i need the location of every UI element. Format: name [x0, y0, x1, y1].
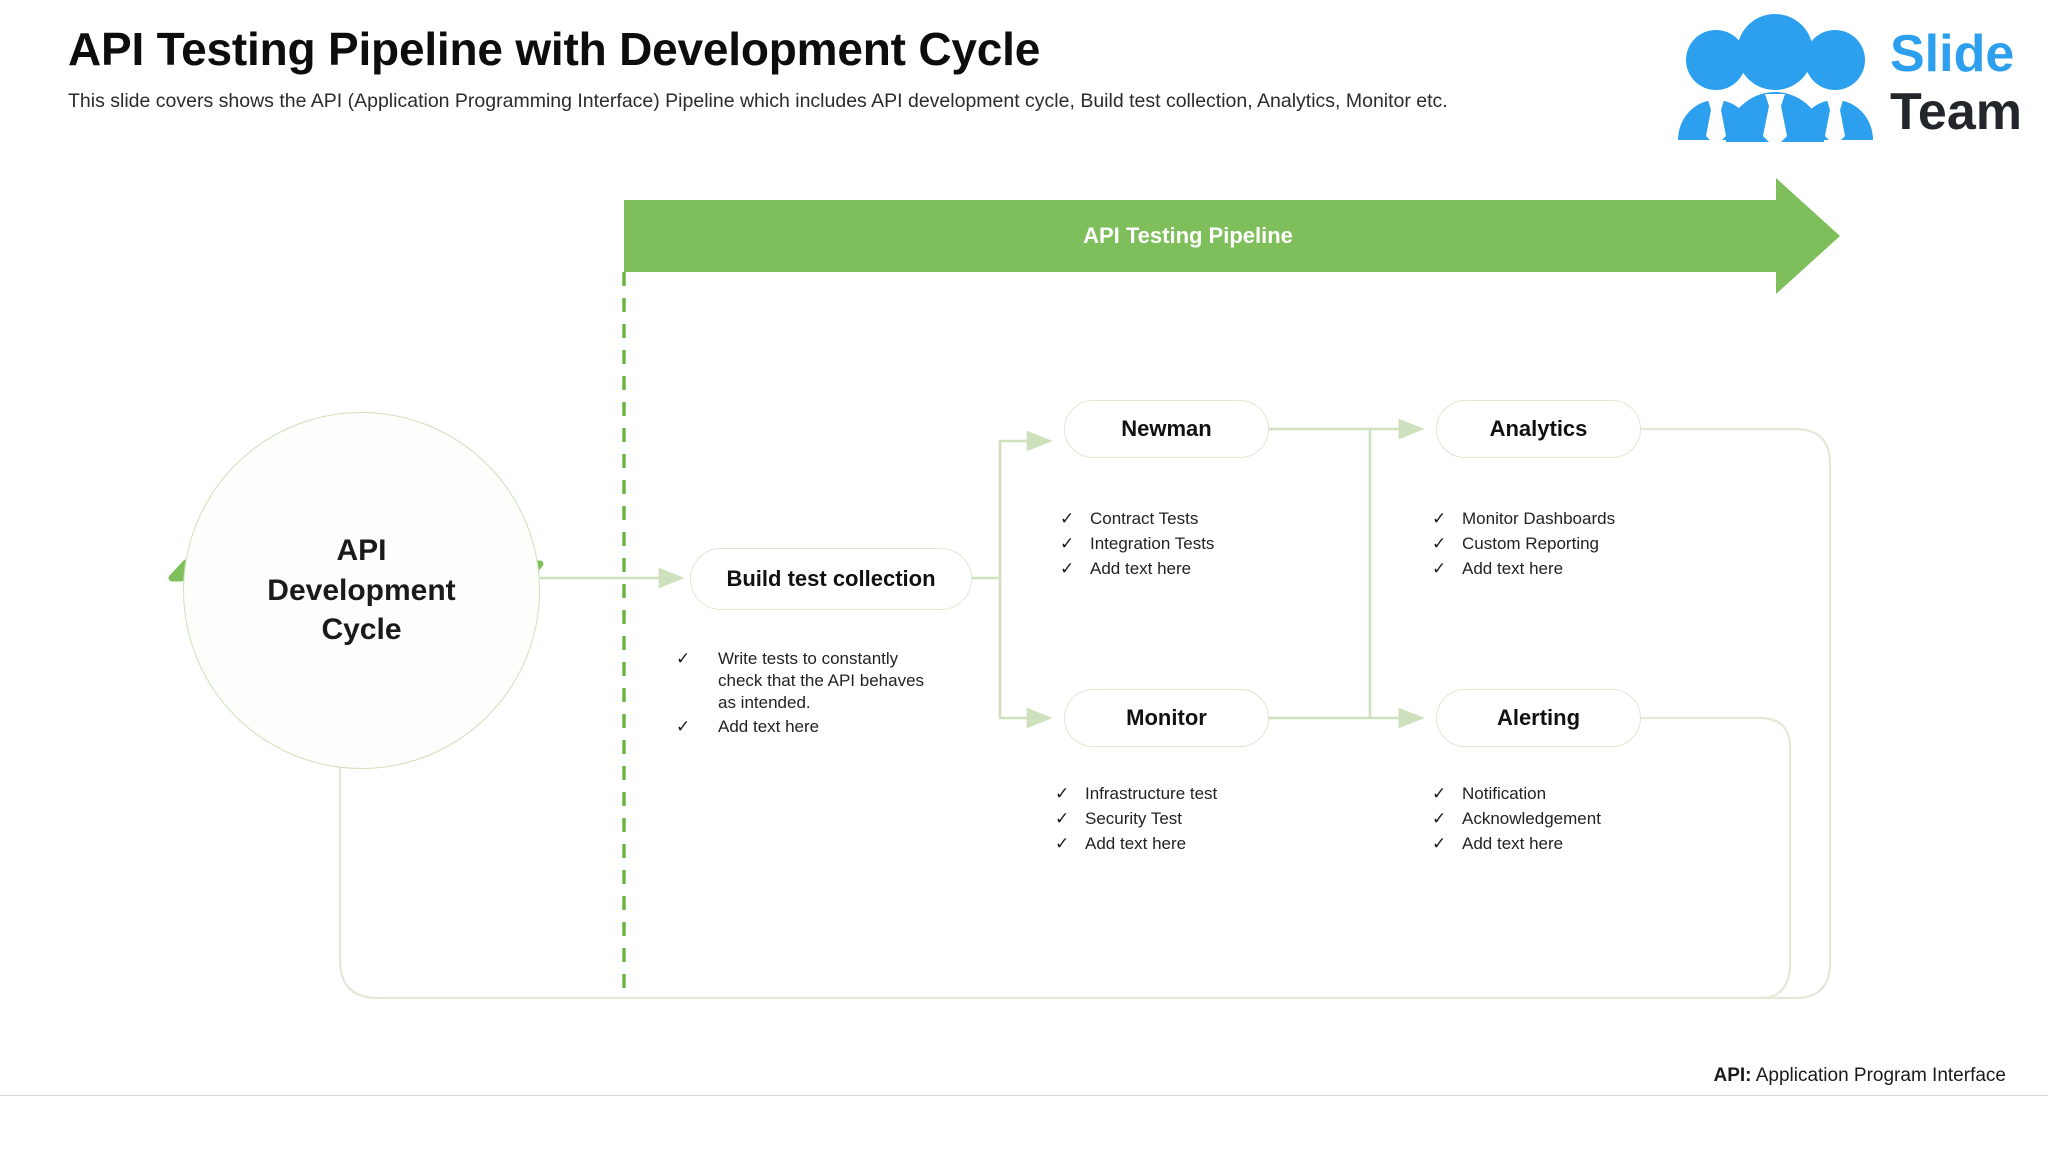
bullet-text: Contract Tests — [1090, 509, 1199, 528]
bullet-list-build: ✓ Write tests to constantly check that th… — [676, 648, 926, 741]
check-icon: ✓ — [676, 717, 691, 737]
node-build-test-collection[interactable]: Build test collection — [690, 548, 972, 610]
page-subtitle: This slide covers shows the API (Applica… — [68, 90, 1448, 112]
bullet-text: Add text here — [1085, 833, 1187, 853]
bullet-item: ✓ Custom Reporting — [1432, 533, 1712, 555]
node-analytics[interactable]: Analytics — [1436, 400, 1641, 458]
bullet-text: Integration Tests — [1090, 533, 1215, 553]
pipeline-banner-label: API Testing Pipeline — [1083, 223, 1293, 248]
check-icon: ✓ — [1055, 808, 1070, 828]
bullet-text: Notification — [1462, 784, 1547, 803]
node-monitor-label: Monitor — [1126, 705, 1207, 730]
cycle-line-2: Development — [267, 573, 456, 607]
bullet-item: ✓ Add text here — [1432, 558, 1712, 580]
bullet-text: Add text here — [1462, 558, 1564, 578]
check-icon: ✓ — [1060, 533, 1075, 553]
bullet-text: Add text here — [1462, 833, 1564, 853]
bullet-text: Add text here — [1090, 558, 1192, 578]
bullet-item: ✓ Integration Tests — [1060, 533, 1320, 555]
bullet-item: ✓ Add text here — [1060, 558, 1320, 580]
bullet-text: Add text here — [718, 717, 820, 737]
bullet-item: ✓ Infrastructure test — [1055, 783, 1315, 805]
connector-build-to-newman — [998, 430, 1053, 578]
check-icon: ✓ — [1432, 808, 1447, 828]
bullet-item: ✓ Contract Tests — [1060, 508, 1320, 530]
bullet-item: ✓ Add text here — [676, 716, 926, 738]
bullet-item: ✓ Add text here — [1055, 833, 1315, 855]
bullet-item: ✓ Acknowledgement — [1432, 808, 1712, 830]
footer-abbreviation-note: API: Application Program Interface — [1713, 1065, 2006, 1087]
node-analytics-label: Analytics — [1489, 416, 1588, 441]
node-build-label: Build test collection — [726, 566, 936, 591]
check-icon: ✓ — [1055, 784, 1070, 803]
connector-analytics-return — [1641, 427, 1832, 1000]
bullet-text: Acknowledgement — [1462, 808, 1601, 828]
check-icon: ✓ — [1060, 558, 1075, 578]
check-icon: ✓ — [1060, 509, 1075, 528]
node-alerting-label: Alerting — [1496, 705, 1581, 730]
bullet-text: Monitor Dashboards — [1462, 509, 1616, 528]
bullet-list-alerting: ✓ Notification ✓ Acknowledgement ✓ Add text h… — [1432, 783, 1712, 857]
page-title: API Testing Pipeline with Development Cy… — [68, 23, 1041, 75]
check-icon: ✓ — [1432, 833, 1447, 853]
logo-text-team: Team — [1890, 83, 2022, 141]
bullet-list-newman: ✓ Contract Tests ✓ Integration Tests ✓ Add te… — [1060, 508, 1320, 582]
check-icon: ✓ — [1055, 833, 1070, 853]
connector-feedback-loop — [338, 600, 1795, 1000]
pipeline-banner: API Testing Pipeline — [624, 200, 1840, 272]
check-icon: ✓ — [1432, 784, 1447, 803]
node-monitor[interactable]: Monitor — [1064, 689, 1269, 747]
bullet-text: Security Test — [1085, 808, 1183, 828]
bullet-item: ✓ Monitor Dashboards — [1432, 508, 1712, 530]
node-newman[interactable]: Newman — [1064, 400, 1269, 458]
people-group-icon — [1678, 14, 1873, 148]
bullet-text: Write tests to constantly check that the… — [718, 649, 925, 712]
footer-expansion: Application Program Interface — [1751, 1065, 2006, 1086]
node-alerting[interactable]: Alerting — [1436, 689, 1641, 747]
node-newman-label: Newman — [1121, 416, 1212, 441]
check-icon: ✓ — [676, 649, 691, 668]
bullet-text: Custom Reporting — [1462, 533, 1600, 553]
bullet-item: ✓ Write tests to constantly check that th… — [676, 648, 926, 713]
bullet-list-analytics: ✓ Monitor Dashboards ✓ Custom Reporting ✓ Add… — [1432, 508, 1712, 582]
cycle-line-3: Cycle — [321, 613, 402, 647]
cycle-line-1: API — [336, 534, 387, 568]
bullet-item: ✓ Security Test — [1055, 808, 1315, 830]
bullet-list-monitor: ✓ Infrastructure test ✓ Security Test ✓ Add t… — [1055, 783, 1315, 857]
bullet-text: Infrastructure test — [1085, 784, 1218, 803]
bullet-item: ✓ Add text here — [1432, 833, 1712, 855]
check-icon: ✓ — [1432, 533, 1447, 553]
connector-alerting-return — [1641, 716, 1792, 1000]
footer-abbr: API: — [1713, 1065, 1752, 1086]
check-icon: ✓ — [1432, 509, 1447, 528]
connector-build-to-monitor — [998, 578, 1053, 729]
footer-divider — [0, 1095, 2048, 1096]
logo-text-slide: Slide — [1890, 25, 2015, 83]
cycle-node-label: API Development Cycle — [267, 531, 455, 650]
bullet-item: ✓ Notification — [1432, 783, 1712, 805]
slide-header: API Testing Pipeline with Development Cy… — [0, 0, 2048, 160]
pipeline-banner-arrow — [624, 178, 1840, 294]
node-api-development-cycle[interactable]: API Development Cycle — [183, 412, 540, 769]
check-icon: ✓ — [1432, 558, 1447, 578]
slideteam-logo: Slide Team — [1668, 12, 2028, 152]
